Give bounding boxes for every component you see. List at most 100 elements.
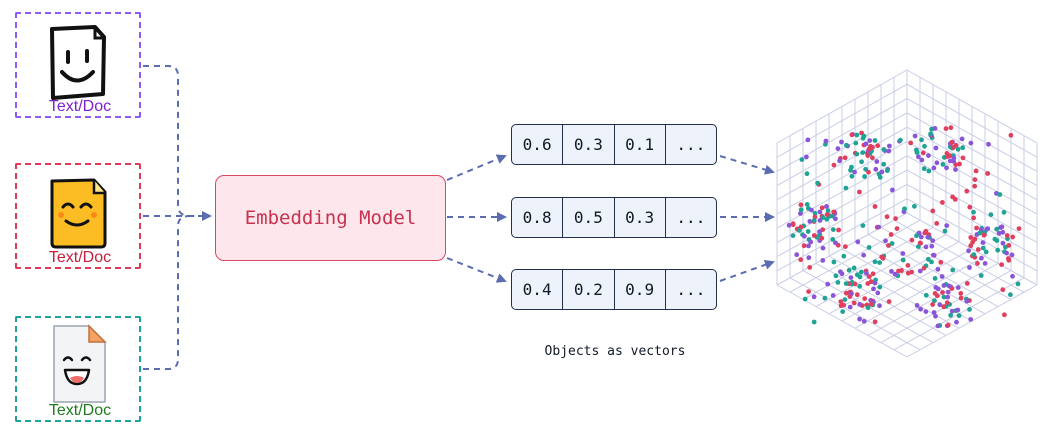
vector-point bbox=[929, 243, 935, 249]
vector-point bbox=[964, 188, 970, 194]
vector-point bbox=[934, 160, 940, 166]
vector-point bbox=[925, 234, 931, 240]
vector-point bbox=[926, 168, 932, 174]
vector-point bbox=[842, 297, 848, 302]
vector-point bbox=[870, 155, 875, 161]
yellow-face-document-icon bbox=[50, 178, 107, 249]
vector-point bbox=[931, 310, 937, 315]
vector-point bbox=[886, 148, 892, 154]
vector-point bbox=[955, 285, 961, 290]
vector-point bbox=[931, 252, 936, 258]
vector-point bbox=[833, 240, 838, 246]
vector-point bbox=[843, 142, 849, 148]
vector-point bbox=[1009, 252, 1015, 258]
vector-point bbox=[851, 265, 857, 271]
vector-point bbox=[917, 268, 923, 274]
vector-point bbox=[968, 140, 974, 146]
vector-point bbox=[881, 147, 887, 152]
vector-point bbox=[866, 169, 871, 175]
vector-point bbox=[935, 266, 941, 272]
vector-point bbox=[935, 323, 941, 329]
vector-point bbox=[807, 265, 813, 270]
vector-point bbox=[865, 305, 871, 311]
vector-point bbox=[849, 173, 855, 179]
vector-point bbox=[953, 142, 959, 148]
vector-point bbox=[861, 252, 866, 258]
vector-point bbox=[871, 286, 876, 292]
vector-point bbox=[812, 214, 818, 220]
vector-point bbox=[824, 204, 829, 209]
vector-point bbox=[798, 207, 804, 213]
vector-point bbox=[815, 180, 820, 186]
vector-point bbox=[872, 319, 878, 325]
document-label-3: Text/Doc bbox=[48, 402, 112, 419]
vector-point bbox=[933, 313, 938, 319]
laughing-document-icon bbox=[53, 324, 107, 403]
vector-point bbox=[867, 138, 873, 143]
vector-point bbox=[883, 238, 888, 244]
vector-point bbox=[866, 245, 872, 250]
vector-point bbox=[820, 258, 826, 263]
vector-point bbox=[831, 259, 837, 265]
vector-point bbox=[798, 224, 804, 230]
vector-point bbox=[862, 296, 868, 301]
vector-point bbox=[967, 307, 972, 312]
vector-point bbox=[823, 138, 829, 144]
vector-cell-ellipsis: ... bbox=[676, 280, 706, 299]
vector-point bbox=[933, 145, 939, 151]
vector-point bbox=[953, 167, 958, 172]
vector-point bbox=[831, 162, 837, 168]
vector-point bbox=[940, 290, 945, 295]
vector-point bbox=[825, 281, 831, 287]
vector-point bbox=[790, 222, 796, 228]
vector-point bbox=[864, 270, 869, 276]
vector-point bbox=[833, 273, 839, 279]
vector-point bbox=[836, 227, 841, 233]
vector-point bbox=[830, 237, 836, 242]
vector-point bbox=[854, 151, 860, 157]
document-label-2: Text/Doc bbox=[48, 249, 112, 266]
vector-point bbox=[918, 306, 923, 312]
vector-point bbox=[819, 205, 825, 211]
vector-point bbox=[848, 275, 854, 280]
vector-point bbox=[921, 166, 927, 172]
vector-point bbox=[877, 284, 883, 290]
vector-point bbox=[949, 308, 955, 314]
vector-point bbox=[819, 235, 825, 241]
vector-point bbox=[966, 248, 971, 254]
vector-point bbox=[964, 298, 970, 304]
vector-point bbox=[875, 290, 881, 296]
vector-point bbox=[930, 208, 936, 214]
vector-point bbox=[830, 227, 836, 233]
vector-point bbox=[968, 235, 974, 240]
vector-point bbox=[900, 251, 906, 256]
vector1-to-space-arrow bbox=[719, 155, 775, 175]
vector-point bbox=[1016, 226, 1022, 232]
vector-point bbox=[1006, 243, 1012, 248]
vector-point bbox=[811, 319, 817, 325]
vector-point bbox=[796, 228, 802, 233]
vector-point bbox=[868, 279, 874, 285]
vector-cell: 0.1 bbox=[615, 125, 666, 164]
vector-point bbox=[898, 137, 903, 143]
vector-point bbox=[811, 294, 817, 300]
vector-point bbox=[1010, 234, 1016, 240]
vector-point bbox=[817, 229, 822, 235]
vector-point bbox=[807, 219, 813, 224]
vector-point bbox=[872, 204, 878, 209]
model-to-vector3-arrow bbox=[446, 257, 507, 283]
vector-space-scatter bbox=[776, 69, 1038, 358]
vector-point bbox=[889, 241, 895, 246]
vector-point bbox=[985, 226, 991, 232]
vector-point bbox=[849, 164, 854, 170]
vector-point bbox=[937, 302, 943, 308]
vector-point bbox=[914, 233, 919, 239]
vector-point bbox=[995, 247, 1001, 253]
vector-point bbox=[876, 224, 882, 230]
vector-cell: 0.6 bbox=[512, 125, 564, 164]
vector-row-3: 0.4 0.2 0.9 ... bbox=[511, 269, 717, 310]
vector-point bbox=[941, 304, 947, 310]
vector-point bbox=[839, 271, 845, 277]
vector-point bbox=[958, 295, 964, 301]
